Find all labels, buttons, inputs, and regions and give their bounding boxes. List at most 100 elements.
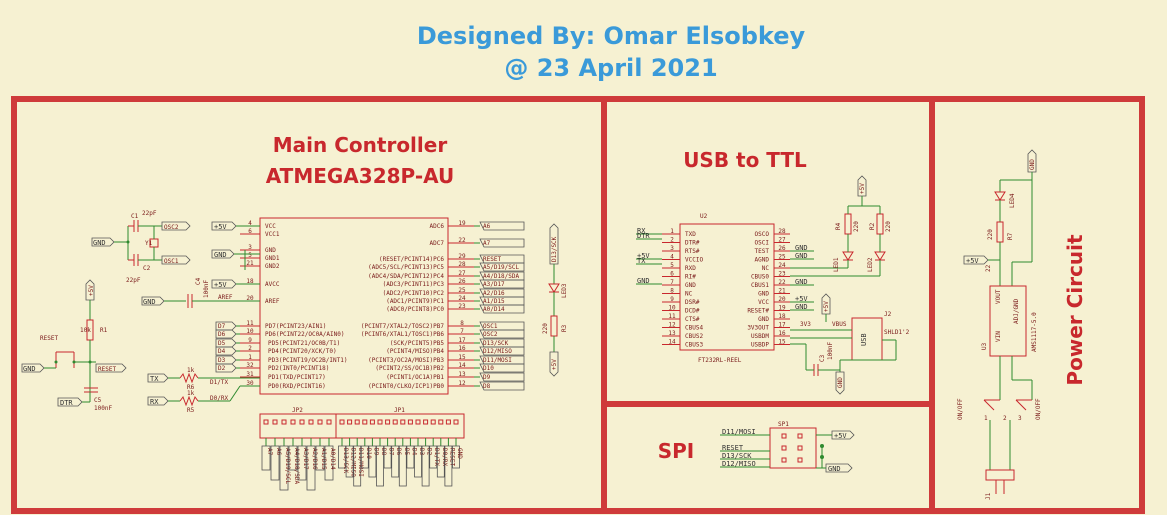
ftdi-pin-number: 23	[778, 271, 786, 278]
switch-pin-2: 2	[1003, 415, 1007, 422]
power-gnd-flag: GND	[1029, 159, 1036, 170]
resistor-r6-value: 1k	[187, 367, 195, 374]
ftdi-pin-name: NC	[685, 291, 693, 298]
dc-jack-ref: J1	[985, 492, 992, 500]
led2-ref: LED2	[867, 257, 874, 272]
regulator-vin: VIN	[995, 331, 1002, 342]
ftdi-pin-name: CBUS1	[751, 282, 769, 289]
spi-left-net: D12/MISO	[722, 460, 756, 468]
ftdi-pin-name: OSCO	[755, 231, 770, 238]
mcu-pin-number: 6	[248, 228, 252, 235]
ftdi-pin-name: OSCI	[755, 240, 770, 247]
reset-5v-flag: +5V	[88, 285, 95, 296]
mcu-pin-number: 28	[458, 261, 466, 268]
mcu-pin-name: PD1(TXD/PCINT17)	[268, 374, 326, 381]
outer-frame	[11, 96, 1145, 514]
ftdi-left-net: +5V	[637, 252, 650, 260]
mcu-pin-number: 7	[460, 328, 464, 335]
mcu-pin-name: GND1	[265, 255, 280, 262]
jp2-pin-label: A5/D19/SCL	[284, 448, 291, 485]
ftdi-chip-body	[679, 223, 775, 351]
mcu-left-net-flag: D2	[218, 365, 226, 372]
spi-left-net: D13/SCK	[722, 452, 752, 460]
crystal-ref: Y1	[145, 240, 153, 247]
spi-title: SPI	[658, 439, 695, 463]
mcu-pin-name: PD0(RXD/PCINT16)	[268, 383, 326, 390]
jp1-pin-label: D5	[403, 448, 410, 456]
resistor-r1-value: 10k	[80, 327, 91, 334]
mcu-pin-number: 30	[246, 380, 254, 387]
mcu-pin-number: 3	[248, 244, 252, 251]
ftdi-pin-number: 26	[778, 245, 786, 252]
mcu-pin-number: 20	[246, 295, 254, 302]
mcu-right-net-flag: D9	[483, 374, 491, 381]
mcu-pin-name: ADC6	[430, 223, 445, 230]
led3-ref: LED3	[561, 283, 568, 298]
jp1-pin-label: D0/RX	[441, 448, 448, 466]
switch-pin-1: 1	[984, 415, 988, 422]
jp1-pin-label: D7	[388, 448, 395, 456]
mcu-pin-name: (PCINT3/OC2A/MOSI)PB3	[368, 357, 444, 364]
cap-c5-value: 100nF	[94, 405, 112, 412]
mcu-pin-number: 29	[458, 253, 466, 260]
ftdi-led-5v: +5V	[859, 183, 866, 194]
ftdi-pin-number: 11	[668, 313, 676, 320]
regulator-body	[989, 285, 1027, 357]
jp1-pin-label: D4	[410, 448, 417, 456]
jp1-pin-label: D10	[365, 448, 372, 459]
jp1-pin-label: D1/TX	[433, 448, 440, 466]
mcu-pin-name: (PCINT0/CLKO/ICP1)PB0	[368, 383, 444, 390]
mcu-pin-name: (ADC0/PCINT8)PC0	[386, 306, 444, 313]
spi-header-ref: SP1	[778, 421, 789, 428]
cap-c4-ref: C4	[195, 277, 202, 285]
ftdi-part: FT232RL-REEL	[698, 357, 742, 364]
resistor-r7-value: 220	[987, 229, 994, 240]
regulator-part: AMS1117-5.0	[1031, 312, 1038, 352]
ftdi-pin-number: 1	[670, 228, 674, 235]
cap-c4-value: 100nF	[203, 280, 210, 298]
ftdi-pin-name: GND	[758, 316, 769, 323]
mcu-pin-name: (ADC3/PCINT11)PC3	[383, 281, 445, 288]
mcu-left-net-flag: D3	[218, 357, 226, 364]
mcu-pin-number: 32	[246, 362, 254, 369]
design-date: @ 23 April 2021	[504, 54, 717, 82]
resistor-r7-ref: R7	[1007, 232, 1014, 240]
ftdi-ref: U2	[700, 213, 708, 220]
jp1-pin-label: D9	[372, 448, 379, 456]
resistor-r5-value: 1k	[187, 390, 195, 397]
mcu-pin-number: 11	[246, 320, 254, 327]
crystal-osc2-flag: OSC2	[164, 224, 179, 231]
mcu-pin-name: (ADC4/SDA/PCINT12)PC4	[368, 273, 444, 280]
mcu-pin-name: PD5(PCINT21/OC0B/T1)	[268, 340, 340, 347]
usb-vbus: VBUS	[832, 321, 847, 328]
header-jp2: JP2	[259, 407, 337, 439]
ftdi-left-net: DTR	[637, 232, 650, 240]
mcu-pin-number: 19	[458, 220, 466, 227]
mcu-pin-name: GND	[265, 247, 276, 254]
reset-switch-label: RESET	[40, 335, 58, 342]
mcu-pin-number: 24	[458, 295, 466, 302]
reset-circuit: +5V R1 10k RESET RESET GND DTR C5 100nF	[21, 279, 127, 412]
mcu-right-net-flag: A7	[483, 240, 491, 247]
ftdi-pin-number: 14	[668, 339, 676, 346]
ftdi-pin-name: TXD	[685, 231, 696, 238]
resistor-r6-ref: R6	[187, 384, 195, 391]
mcu-pin-name: PD4(PCINT20/XCK/T0)	[268, 348, 337, 355]
d0-rx-label: D0/RX	[210, 395, 228, 402]
ftdi-right-net: +5V	[795, 295, 808, 303]
mcu-pin-number: 21	[246, 260, 254, 267]
jp1-pin-label: D6	[395, 448, 402, 456]
tx-flag: TX	[150, 375, 159, 383]
mcu-pin-name: AVCC	[265, 281, 280, 288]
mcu-right-net-flag: D8	[483, 383, 491, 390]
mcu-left-net-flag: D7	[218, 323, 226, 330]
mcu-pin-number: 13	[458, 371, 466, 378]
ftdi-pin-name: RXD	[685, 265, 696, 272]
mcu-pin-name: ADC7	[430, 240, 445, 247]
cap-c3-ref: C3	[819, 354, 826, 362]
mcu-vcc-flag: +5V	[214, 223, 227, 231]
